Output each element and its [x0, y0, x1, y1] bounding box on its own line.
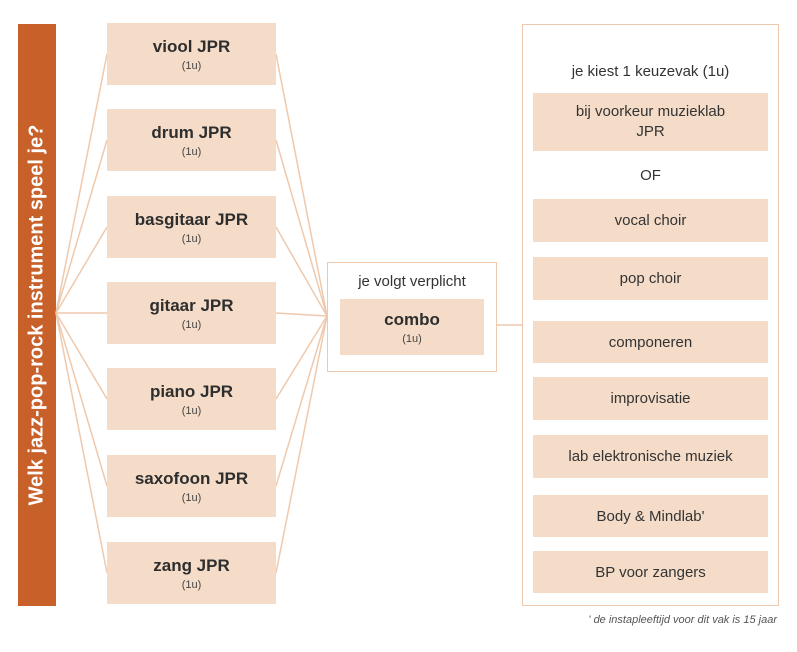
instrument-basgitaar: basgitaar JPR (1u): [107, 196, 276, 258]
mandatory-course-box: combo (1u): [340, 299, 484, 355]
instrument-credits: (1u): [181, 145, 202, 158]
elective-option: lab elektronische muziek: [533, 435, 768, 478]
connector-bar-zang: [55, 312, 108, 574]
mandatory-course: combo: [384, 309, 440, 329]
instrument-zang: zang JPR (1u): [107, 542, 276, 604]
connector-bar-viool: [55, 53, 108, 314]
instrument-piano: piano JPR (1u): [107, 368, 276, 430]
footnote: ' de instapleeftijd voor dit vak is 15 j…: [588, 614, 777, 626]
instrument-name: drum JPR: [151, 122, 232, 142]
instrument-name: zang JPR: [153, 555, 230, 575]
elective-option: Body & Mindlab': [533, 495, 768, 537]
connector-bar-saxofoon: [55, 312, 108, 487]
elective-option: vocal choir: [533, 199, 768, 242]
connector-basgitaar-mid: [275, 226, 328, 317]
elective-option: componeren: [533, 321, 768, 363]
instrument-name: gitaar JPR: [149, 295, 234, 315]
connector-drum-mid: [275, 139, 328, 317]
electives-title: je kiest 1 keuzevak (1u): [571, 63, 730, 80]
instrument-name: piano JPR: [149, 381, 234, 401]
instrument-viool: viool JPR (1u): [107, 23, 276, 85]
instrument-name: saxofoon JPR: [134, 468, 249, 488]
elective-option: improvisatie: [533, 377, 768, 420]
connector-viool-mid: [275, 53, 328, 317]
elective-option: pop choir: [533, 257, 768, 300]
mandatory-credits: (1u): [402, 332, 422, 345]
instrument-credits: (1u): [181, 318, 202, 331]
instrument-credits: (1u): [181, 232, 202, 245]
instrument-name: viool JPR: [152, 36, 231, 56]
instrument-gitaar: gitaar JPR (1u): [107, 282, 276, 344]
connector-zang-mid: [275, 315, 328, 574]
or-label: OF: [640, 167, 661, 184]
instrument-saxofoon: saxofoon JPR (1u): [107, 455, 276, 517]
mandatory-title: je volgt verplicht: [358, 273, 466, 290]
connector-piano-mid: [275, 315, 328, 400]
instrument-credits: (1u): [181, 491, 202, 504]
electives-container: je kiest 1 keuzevak (1u) bij voorkeur mu…: [522, 24, 779, 606]
instrument-name: basgitaar JPR: [134, 209, 249, 229]
instrument-credits: (1u): [181, 59, 202, 72]
mandatory-container: je volgt verplicht combo (1u): [327, 262, 497, 372]
instrument-credits: (1u): [181, 578, 202, 591]
question-bar: Welk jazz-pop-rock instrument speel je?: [18, 24, 56, 606]
connector-gitaar-mid: [275, 312, 328, 317]
instrument-credits: (1u): [181, 404, 202, 417]
connector-bar-basgitaar: [55, 226, 108, 314]
instrument-drum: drum JPR (1u): [107, 109, 276, 171]
connector-bar-drum: [55, 139, 108, 314]
elective-preferred: bij voorkeur muzieklab JPR: [533, 93, 768, 151]
connector-bar-piano: [55, 312, 108, 400]
elective-option: BP voor zangers: [533, 551, 768, 593]
connector-saxofoon-mid: [275, 315, 328, 487]
